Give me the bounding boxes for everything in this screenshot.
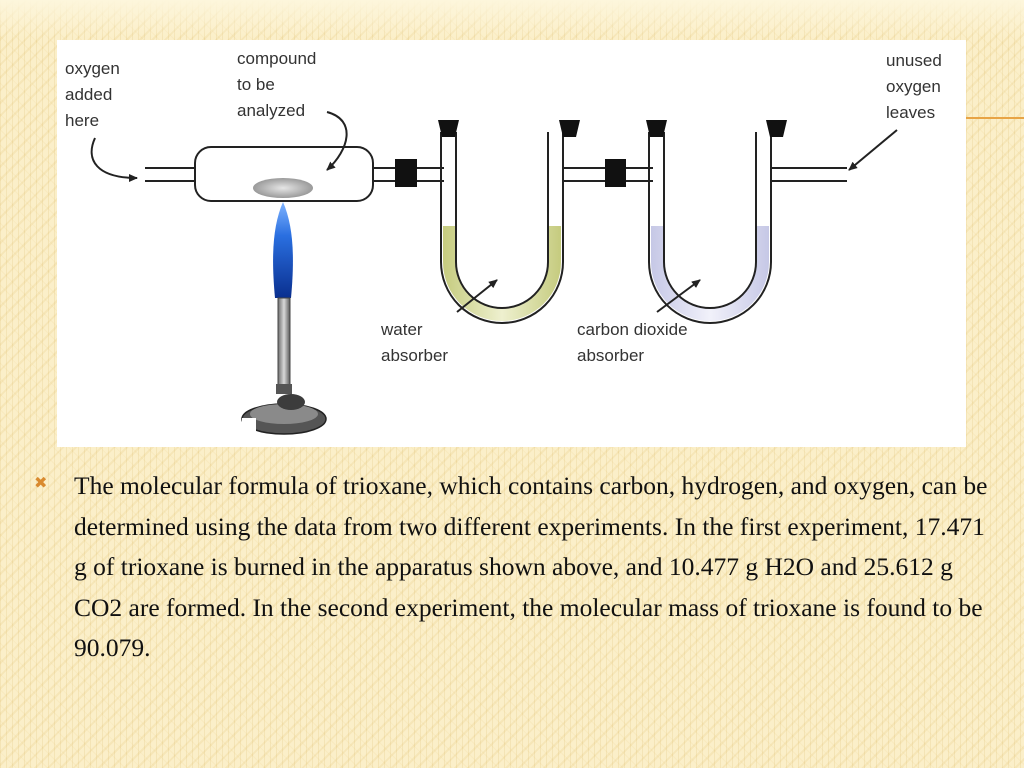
burner-flame	[273, 202, 293, 298]
arrow-water-absorber	[456, 279, 498, 313]
bullet-text: The molecular formula of trioxane, which…	[74, 471, 988, 662]
stopper-connector-1	[395, 159, 417, 187]
oxygen-outlet-pipe	[771, 167, 847, 182]
slide-header-band	[0, 0, 1024, 38]
co2-absorber-tube	[646, 120, 787, 324]
bunsen-burner	[241, 202, 327, 440]
stopper-water-right	[559, 120, 580, 137]
connector-pipe-1	[373, 167, 395, 182]
label-oxygen-added: oxygen added here	[65, 59, 125, 130]
stopper-connector-2	[605, 159, 626, 187]
arrow-co2-absorber	[656, 279, 701, 313]
stopper-co2-right	[766, 120, 787, 137]
sample-boat	[253, 178, 313, 198]
water-absorber-tube	[438, 120, 580, 324]
stopper-co2-left	[646, 120, 667, 137]
combustion-apparatus-figure: oxygen added here compound to be analyze…	[57, 40, 966, 447]
connector-pipe-2	[417, 167, 444, 182]
connector-pipe-3	[563, 167, 605, 182]
arrow-oxygen-in	[90, 137, 138, 182]
label-compound: compound to be analyzed	[237, 49, 321, 120]
accent-line	[966, 117, 1024, 119]
label-water-absorber: water absorber	[380, 320, 448, 365]
label-co2-absorber: carbon dioxide absorber	[577, 320, 692, 365]
oxygen-inlet-pipe	[145, 167, 197, 182]
label-unused-oxygen: unused oxygen leaves	[886, 51, 947, 122]
bullet-item: ✖ The molecular formula of trioxane, whi…	[34, 466, 994, 669]
stopper-water-left	[438, 120, 459, 137]
arrow-compound	[326, 111, 348, 171]
arrow-unused-oxygen	[848, 129, 898, 171]
combustion-tube	[194, 146, 374, 202]
x-bullet-icon: ✖	[34, 473, 48, 492]
apparatus-diagram: oxygen added here compound to be analyze…	[65, 49, 947, 440]
